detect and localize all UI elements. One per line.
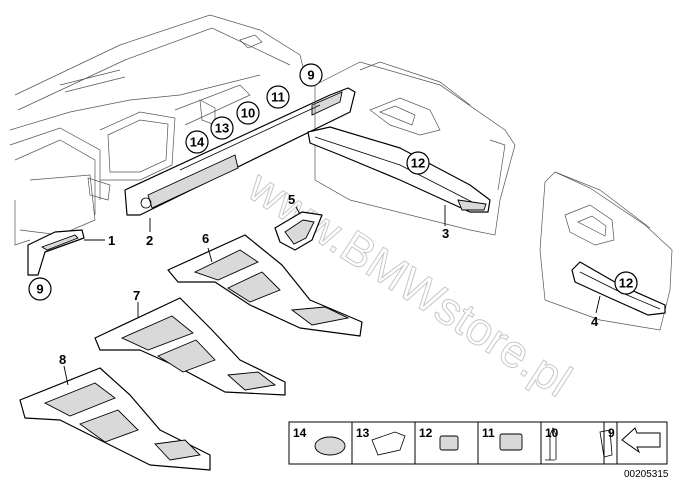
label-part-8: 8 bbox=[59, 352, 66, 367]
part-1-trim bbox=[27, 229, 105, 276]
svg-text:13: 13 bbox=[215, 121, 229, 136]
label-part-4: 4 bbox=[591, 314, 599, 329]
callout-12-door: 12 bbox=[406, 151, 430, 175]
svg-text:12: 12 bbox=[411, 156, 425, 171]
callout-10: 10 bbox=[236, 101, 260, 125]
label-part-6: 6 bbox=[202, 231, 209, 246]
callout-11: 11 bbox=[266, 85, 290, 109]
dashboard-outline bbox=[9, 14, 306, 246]
label-part-3: 3 bbox=[442, 226, 449, 241]
svg-text:10: 10 bbox=[545, 426, 559, 440]
svg-text:11: 11 bbox=[271, 90, 285, 105]
label-part-2: 2 bbox=[146, 233, 153, 248]
svg-text:13: 13 bbox=[356, 426, 370, 440]
direction-arrow-icon bbox=[621, 427, 661, 454]
svg-text:14: 14 bbox=[293, 426, 307, 440]
fastener-legend: 14 13 12 11 10 9 bbox=[288, 421, 668, 465]
svg-text:9: 9 bbox=[608, 426, 615, 440]
part-6-console-trim bbox=[167, 234, 363, 337]
callout-9-top: 9 bbox=[299, 63, 323, 87]
legend-cell-13 bbox=[351, 421, 416, 465]
reference-number: 00205315 bbox=[624, 469, 669, 480]
callout-13: 13 bbox=[210, 116, 234, 140]
svg-text:14: 14 bbox=[190, 135, 205, 150]
label-part-1: 1 bbox=[108, 233, 115, 248]
callout-14: 14 bbox=[185, 130, 209, 154]
part-7-console-trim bbox=[94, 297, 286, 396]
svg-text:9: 9 bbox=[307, 68, 314, 83]
svg-text:11: 11 bbox=[482, 426, 495, 440]
part-3-front-door bbox=[307, 61, 516, 236]
part-5-insert bbox=[274, 206, 323, 251]
part-2-dash-trim bbox=[124, 87, 356, 232]
label-part-7: 7 bbox=[133, 288, 140, 303]
svg-text:12: 12 bbox=[619, 276, 633, 291]
svg-text:12: 12 bbox=[419, 426, 433, 440]
svg-text:9: 9 bbox=[36, 282, 43, 297]
callout-12-rear: 12 bbox=[614, 271, 638, 295]
part-4-rear-door bbox=[539, 171, 673, 331]
callout-9-left: 9 bbox=[28, 277, 52, 301]
part-8-console-trim bbox=[19, 365, 211, 471]
svg-text:10: 10 bbox=[241, 106, 255, 121]
legend-cell-10 bbox=[540, 421, 605, 465]
label-part-5: 5 bbox=[288, 192, 295, 207]
